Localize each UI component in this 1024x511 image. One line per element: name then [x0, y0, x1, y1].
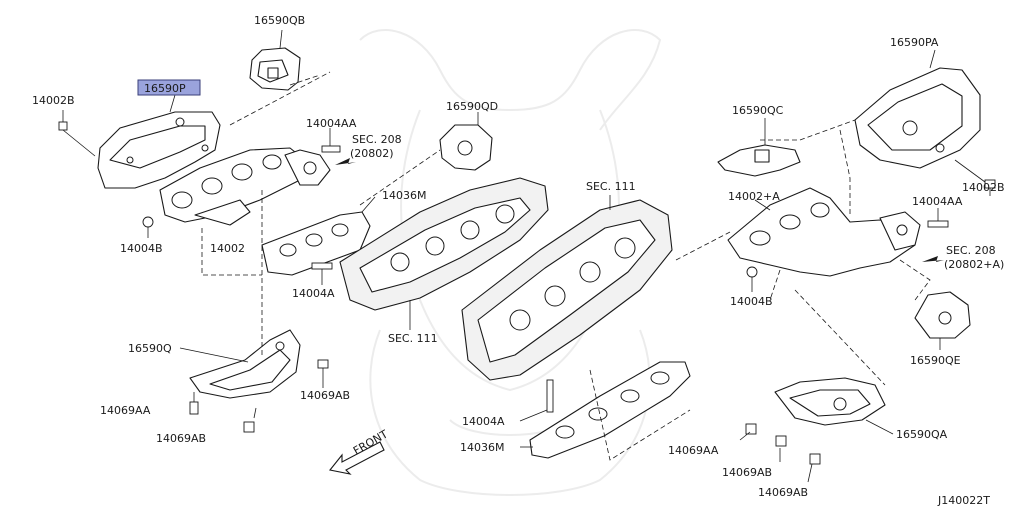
heat-shield-16590q[interactable]: [179, 329, 301, 399]
label-14002[interactable]: 14002: [210, 242, 245, 255]
heat-shield-16590qd[interactable]: [439, 112, 493, 171]
gasket-14036m-upper[interactable]: [261, 196, 376, 276]
heat-shield-16590p[interactable]: [97, 94, 221, 189]
svg-text:14002: 14002: [210, 242, 245, 255]
svg-text:14004AA: 14004AA: [912, 195, 963, 208]
label-14069ab-left-2[interactable]: 14069AB: [156, 432, 206, 445]
svg-text:16590QA: 16590QA: [896, 428, 948, 441]
label-14069aa-right[interactable]: 14069AA: [668, 444, 719, 457]
svg-text:14069AA: 14069AA: [100, 404, 151, 417]
diagram-id: J140022T: [937, 494, 990, 507]
label-16590p-highlight[interactable]: 16590P: [137, 79, 201, 96]
svg-text:SEC. 208: SEC. 208: [946, 244, 996, 257]
nut-14004b-right[interactable]: [746, 266, 758, 292]
svg-text:16590QB: 16590QB: [254, 14, 305, 27]
svg-text:14002+A: 14002+A: [728, 190, 780, 203]
svg-text:14004B: 14004B: [120, 242, 163, 255]
nut-14004b-left[interactable]: [142, 216, 154, 238]
stud-14004aa-left[interactable]: [321, 128, 341, 153]
arrow-sec208-right: [922, 256, 944, 262]
exhaust-manifold-14002[interactable]: [159, 147, 331, 226]
svg-text:16590QD: 16590QD: [446, 100, 498, 113]
bolt-14069ab-left-1[interactable]: [317, 359, 329, 388]
svg-text:SEC. 208: SEC. 208: [352, 133, 402, 146]
label-sec111-mid[interactable]: SEC. 111: [388, 332, 438, 345]
heat-shield-16590qa[interactable]: [774, 377, 894, 435]
cylinder-head-left: [339, 177, 549, 330]
gasket-14036m-lower[interactable]: [520, 361, 691, 459]
label-16590qe[interactable]: 16590QE: [910, 354, 961, 367]
svg-text:(20802): (20802): [350, 147, 394, 160]
svg-text:SEC. 111: SEC. 111: [388, 332, 438, 345]
label-14069ab-left-1[interactable]: 14069AB: [300, 389, 350, 402]
svg-text:14004AA: 14004AA: [306, 117, 357, 130]
label-14002a[interactable]: 14002+A: [728, 190, 780, 203]
svg-text:J140022T: J140022T: [937, 494, 990, 507]
label-16590qc[interactable]: 16590QC: [732, 104, 784, 117]
label-16590qb[interactable]: 16590QB: [254, 14, 305, 27]
svg-text:14069AB: 14069AB: [300, 389, 350, 402]
front-arrow-icon: [329, 441, 385, 475]
svg-text:14069AB: 14069AB: [722, 466, 772, 479]
stud-14004aa-right[interactable]: [927, 208, 949, 228]
label-16590qd[interactable]: 16590QD: [446, 100, 498, 113]
label-sec111-top[interactable]: SEC. 111: [586, 180, 636, 193]
label-sec208-left[interactable]: SEC. 208 (20802): [350, 133, 402, 160]
label-14036m-upper[interactable]: 14036M: [382, 189, 426, 202]
bolt-14069aa-right[interactable]: [739, 423, 757, 441]
heat-shield-16590qb[interactable]: [249, 29, 301, 91]
bolt-14069ab-right-1[interactable]: [775, 435, 787, 462]
svg-text:14069AB: 14069AB: [758, 486, 808, 499]
svg-text:16590PA: 16590PA: [890, 36, 939, 49]
label-14036m-lower[interactable]: 14036M: [460, 441, 504, 454]
bolt-14002b-right[interactable]: [954, 159, 996, 196]
label-sec208-right[interactable]: SEC. 208 (20802+A): [944, 244, 1004, 271]
svg-text:16590P: 16590P: [144, 82, 186, 95]
label-14004a-upper[interactable]: 14004A: [292, 287, 335, 300]
label-14004aa-right[interactable]: 14004AA: [912, 195, 963, 208]
svg-text:16590QE: 16590QE: [910, 354, 961, 367]
label-16590pa[interactable]: 16590PA: [890, 36, 939, 49]
bolt-14069ab-right-2[interactable]: [807, 453, 821, 483]
bolt-14069ab-left-2[interactable]: [243, 407, 257, 433]
svg-text:14069AA: 14069AA: [668, 444, 719, 457]
assembly-dashed-lines: [201, 71, 931, 461]
heat-shield-16590qe[interactable]: [914, 291, 971, 350]
bolt-14069aa-left[interactable]: [189, 392, 199, 415]
label-16590q[interactable]: 16590Q: [128, 342, 172, 355]
label-14069aa-left[interactable]: 14069AA: [100, 404, 151, 417]
stud-14004a-upper[interactable]: [311, 262, 333, 285]
label-14002b-right[interactable]: 14002B: [962, 181, 1005, 194]
heat-shield-16590pa[interactable]: [854, 49, 981, 169]
label-14069ab-right-1[interactable]: 14069AB: [722, 466, 772, 479]
label-14069ab-right-2[interactable]: 14069AB: [758, 486, 808, 499]
arrow-sec208-left: [335, 158, 356, 165]
label-16590qa[interactable]: 16590QA: [896, 428, 948, 441]
stud-14004a-lower[interactable]: [519, 379, 554, 422]
cylinder-head-right: [461, 195, 673, 381]
svg-text:14004A: 14004A: [462, 415, 505, 428]
svg-text:14004A: 14004A: [292, 287, 335, 300]
svg-text:14069AB: 14069AB: [156, 432, 206, 445]
label-14004a-lower[interactable]: 14004A: [462, 415, 505, 428]
label-14002b-left[interactable]: 14002B: [32, 94, 75, 107]
label-14004b-left[interactable]: 14004B: [120, 242, 163, 255]
svg-text:14036M: 14036M: [382, 189, 426, 202]
svg-text:16590Q: 16590Q: [128, 342, 172, 355]
svg-text:14002B: 14002B: [32, 94, 75, 107]
label-14004aa-left[interactable]: 14004AA: [306, 117, 357, 130]
heat-shield-16590qc[interactable]: [717, 118, 801, 177]
svg-text:SEC. 111: SEC. 111: [586, 180, 636, 193]
svg-text:14002B: 14002B: [962, 181, 1005, 194]
svg-text:14036M: 14036M: [460, 441, 504, 454]
svg-text:(20802+A): (20802+A): [944, 258, 1004, 271]
label-14004b-right[interactable]: 14004B: [730, 295, 773, 308]
svg-text:16590QC: 16590QC: [732, 104, 784, 117]
svg-text:14004B: 14004B: [730, 295, 773, 308]
exhaust-manifold-14002a[interactable]: [727, 187, 921, 277]
bolt-14002b-left[interactable]: [58, 110, 96, 157]
